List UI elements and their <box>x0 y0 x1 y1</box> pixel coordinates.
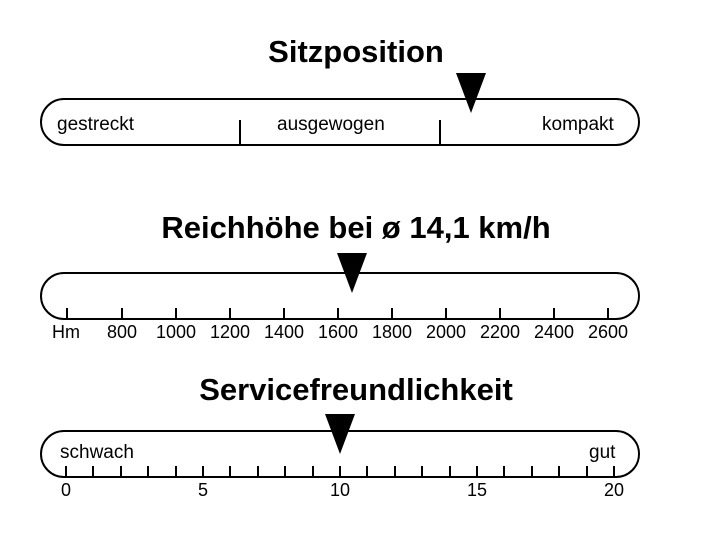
reichhoehe-tick <box>445 308 447 320</box>
service-tick <box>476 466 478 478</box>
reichhoehe-scale-label: 1200 <box>209 322 251 342</box>
reichhoehe-scale-label: 2400 <box>533 322 575 342</box>
service-tick <box>421 466 424 478</box>
service-title: Servicefreundlichkeit <box>199 372 513 407</box>
reichhoehe-scale-label: 1400 <box>263 322 305 342</box>
reichhoehe-tick <box>499 308 501 320</box>
service-tick <box>202 466 204 478</box>
sitzposition-label-kompakt: kompakt <box>542 114 614 135</box>
sitzposition-marker-icon <box>456 73 487 113</box>
service-marker-icon <box>325 414 355 454</box>
service-tick <box>366 466 369 478</box>
reichhoehe-scale-label: 1800 <box>371 322 413 342</box>
sitzposition-divider <box>239 120 241 146</box>
service-tick <box>311 466 314 478</box>
reichhoehe-scale-label: 800 <box>106 322 138 342</box>
service-scale-label: 0 <box>60 480 72 500</box>
reichhoehe-tick <box>391 308 393 320</box>
sitzposition-divider <box>439 120 441 146</box>
reichhoehe-unit-label: Hm <box>52 322 80 342</box>
service-tick <box>339 466 341 478</box>
sitzposition-scale-bar <box>40 98 640 146</box>
reichhoehe-scale-label: 2200 <box>479 322 521 342</box>
service-scale-label: 15 <box>466 480 488 500</box>
service-tick <box>65 466 67 478</box>
service-tick <box>92 466 95 478</box>
service-tick <box>558 466 561 478</box>
service-tick <box>174 466 177 478</box>
service-scale-label: 20 <box>603 480 625 500</box>
sitzposition-title: Sitzposition <box>268 34 444 69</box>
service-tick <box>503 466 506 478</box>
service-tick <box>448 466 451 478</box>
service-label-schwach: schwach <box>60 442 134 463</box>
service-label-gut: gut <box>589 442 616 463</box>
service-tick <box>284 466 287 478</box>
reichhoehe-scale-label: 2600 <box>587 322 629 342</box>
sitzposition-label-gestreckt: gestreckt <box>57 114 135 135</box>
reichhoehe-tick <box>283 308 285 320</box>
sitzposition-label-ausgewogen: ausgewogen <box>277 114 385 135</box>
reichhoehe-tick <box>229 308 231 320</box>
reichhoehe-scale-label: 2000 <box>425 322 467 342</box>
service-tick <box>585 466 588 478</box>
service-tick <box>613 466 615 478</box>
service-tick <box>530 466 533 478</box>
reichhoehe-tick <box>553 308 555 320</box>
reichhoehe-scale-label: 1000 <box>155 322 197 342</box>
reichhoehe-tick <box>121 308 123 320</box>
reichhoehe-tick <box>66 308 68 320</box>
reichhoehe-tick <box>337 308 339 320</box>
reichhoehe-scale-label: 1600 <box>317 322 359 342</box>
service-scale-label: 10 <box>329 480 351 500</box>
service-tick <box>119 466 122 478</box>
service-tick <box>256 466 259 478</box>
service-tick <box>393 466 396 478</box>
service-tick <box>147 466 150 478</box>
reichhoehe-tick <box>175 308 177 320</box>
service-tick <box>229 466 232 478</box>
service-scale-label: 5 <box>197 480 209 500</box>
reichhoehe-title: Reichhöhe bei ø 14,1 km/h <box>161 210 551 245</box>
reichhoehe-tick <box>607 308 609 320</box>
reichhoehe-marker-icon <box>336 253 367 293</box>
